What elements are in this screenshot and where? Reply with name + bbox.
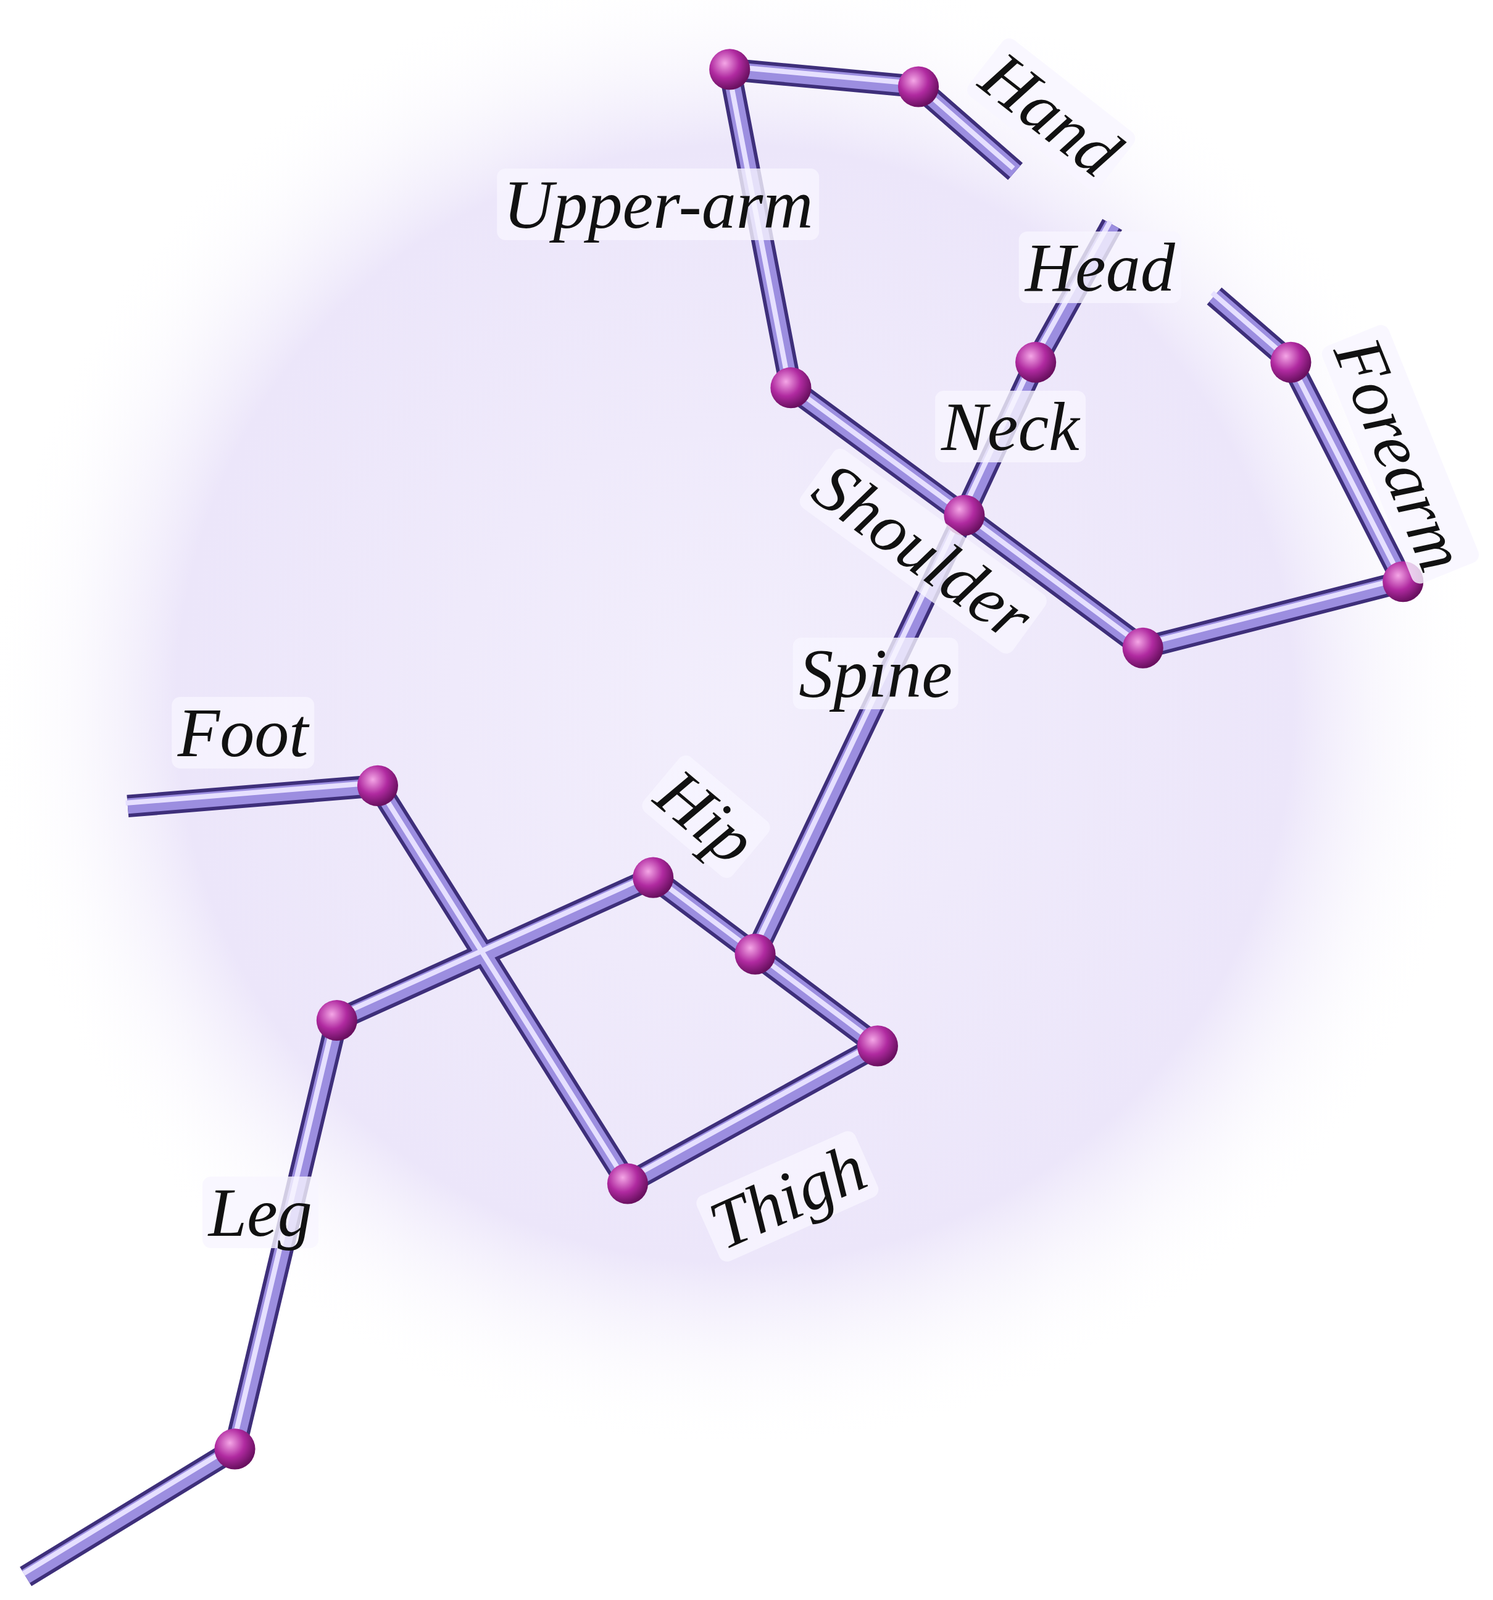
joint-ball bbox=[316, 999, 358, 1041]
part-label: Neck bbox=[935, 390, 1086, 463]
part-label: Upper-arm bbox=[497, 168, 820, 241]
part-label: Leg bbox=[202, 1176, 319, 1248]
joint-ball bbox=[857, 1025, 899, 1066]
joint-ball bbox=[709, 48, 750, 90]
part-label: Head bbox=[1018, 231, 1182, 304]
background-disc bbox=[0, 0, 1480, 1449]
bone-highlight bbox=[125, 782, 876, 1181]
bones bbox=[23, 66, 1403, 1577]
bone-outline bbox=[25, 877, 654, 1577]
bone-highlight bbox=[23, 874, 652, 1574]
joint-ball bbox=[770, 367, 811, 408]
joint-ball bbox=[357, 765, 399, 807]
joint-ball bbox=[898, 66, 939, 107]
joint-ball bbox=[1122, 627, 1164, 669]
bone bbox=[755, 224, 1113, 955]
bone bbox=[25, 877, 654, 1577]
joints bbox=[214, 48, 1424, 1469]
joint-ball bbox=[214, 1428, 255, 1469]
joint-ball bbox=[607, 1162, 649, 1204]
part-label: Spine bbox=[792, 637, 959, 710]
joint-ball bbox=[1015, 341, 1057, 383]
joint-ball bbox=[734, 933, 776, 975]
bone-highlight bbox=[752, 221, 1111, 952]
joint-ball bbox=[632, 857, 674, 899]
part-label: Foot bbox=[171, 696, 315, 769]
joint-ball bbox=[1270, 341, 1311, 383]
